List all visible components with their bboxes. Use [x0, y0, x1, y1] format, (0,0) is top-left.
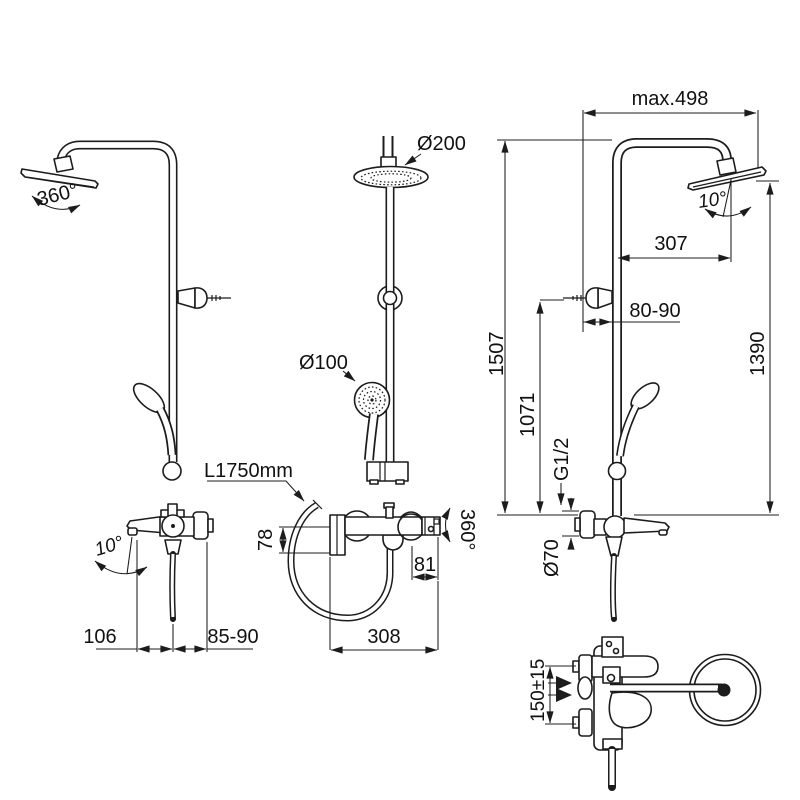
dim-total-height: 1507 [486, 332, 508, 377]
hose-connection-top [577, 676, 593, 700]
dim-handle-depth: 81 [414, 554, 436, 576]
dim-escutcheon-diameter: Ø70 [541, 539, 563, 577]
label-handshower-diameter: Ø100 [299, 352, 348, 374]
dim-handle-rotation: 360° [456, 509, 478, 550]
mixer-spout-side [623, 517, 670, 534]
view-mixer-top: 150±15 [528, 636, 762, 791]
dim-thread: G1/2 [551, 438, 573, 481]
mixer-escutcheon-side [579, 510, 596, 539]
label-head-rotation: 360° [35, 179, 80, 210]
screw-icon [211, 295, 221, 301]
dim-head-offset: 307 [654, 233, 687, 255]
rain-head [20, 168, 99, 189]
mixer-body-front [344, 516, 423, 536]
dock-bracket [366, 461, 409, 482]
dim-spout-reach: 106 [83, 626, 116, 648]
spout-top [591, 655, 659, 678]
handle-top [608, 691, 652, 729]
dim-head-tilt: 10° [697, 188, 729, 213]
mixer-body-side [603, 515, 627, 539]
dim-body-width: 308 [367, 626, 400, 648]
dim-hose-length: L1750mm [204, 460, 293, 482]
view-mixer-front: L1750mm 78 81 308 360° [204, 460, 478, 654]
view-column-perspective: 360° [20, 140, 231, 481]
dim-spout-tilt: 10° [92, 532, 126, 561]
dim-wall-distance: 85-90 [207, 626, 258, 648]
label-head-diameter: Ø200 [417, 133, 466, 155]
dim-bracket-depth: 80-90 [629, 300, 680, 322]
view-column-side: max.498 10° 307 80-90 1507 1071 1390 G1/… [486, 88, 779, 622]
wall-bracket [194, 287, 208, 309]
hose-end [312, 499, 323, 510]
mixer-spout-front [382, 534, 404, 551]
wall-bracket-side [585, 287, 599, 309]
dim-inlet-spacing: 150±15 [528, 659, 549, 722]
arm-hub [717, 683, 731, 697]
view-mixer-side: 10° 106 85-90 [83, 503, 259, 653]
dim-head-height: 1390 [747, 332, 769, 377]
mixer-escutcheon [192, 511, 209, 540]
dim-max-width: max.498 [632, 88, 709, 110]
head-connector [53, 155, 74, 173]
rail-end-ball [162, 461, 182, 481]
inlet-bottom [578, 708, 593, 737]
dim-bracket-height: 1071 [517, 393, 539, 438]
view-column-front: Ø200 Ø100 [299, 133, 466, 485]
dim-body-height: 78 [255, 529, 277, 551]
